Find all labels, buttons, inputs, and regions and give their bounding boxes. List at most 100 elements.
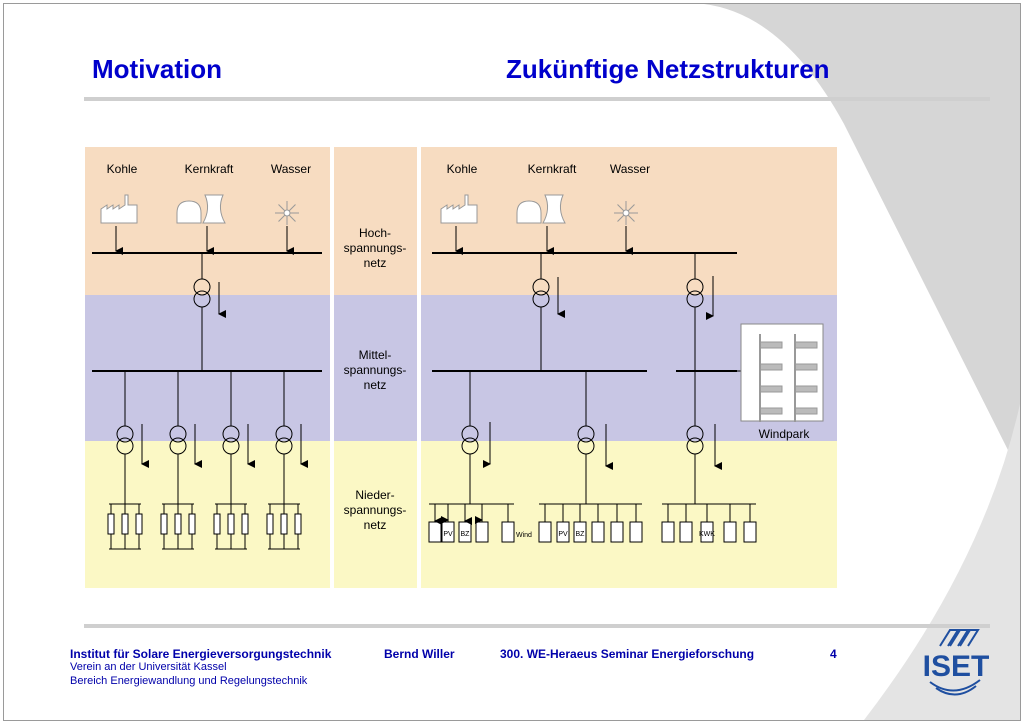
lv-unit-label-right-0-2: BZ xyxy=(461,531,471,538)
lv-unit-label-right-1-1: PV xyxy=(558,531,568,538)
footer-divider xyxy=(84,624,990,628)
lv-unit-label-right-1-2: BZ xyxy=(576,531,586,538)
coal-plant-icon-left-shape xyxy=(100,194,138,224)
coal-plant-icon-right-shape xyxy=(440,194,478,224)
iset-logo: ISET xyxy=(923,629,990,696)
level-medium-line1: Mittel- xyxy=(359,348,392,362)
lv-unit-right-2-4 xyxy=(743,521,757,543)
lv-unit-right-0-3 xyxy=(475,521,489,543)
load-resistor-left-2-0 xyxy=(213,513,221,535)
wind-turbine-nacelle-3 xyxy=(759,407,783,415)
lv-unit-label-right-2-2: KWK xyxy=(699,531,715,538)
load-resistor-left-1-1 xyxy=(174,513,182,535)
hydro-plant-icon-right-hub xyxy=(622,209,630,217)
footer-institute: Institut für Solare Energieversorgungste… xyxy=(70,647,332,661)
mv-lv-transformer-right-1-winding-upper xyxy=(577,425,595,443)
lv-unit-right-0-0 xyxy=(428,521,442,543)
source-label-hydro-right: Wasser xyxy=(610,162,650,176)
slide-background xyxy=(704,4,1020,720)
level-high-line1: Hoch- xyxy=(359,226,391,240)
lv-unit-right-0-4 xyxy=(501,521,515,543)
source-label-nuclear-left: Kernkraft xyxy=(185,162,234,176)
voltage-bands xyxy=(85,147,837,588)
low-voltage-band-right xyxy=(421,441,837,588)
level-low-line3: netz xyxy=(364,518,387,532)
windpark-box xyxy=(740,323,824,422)
load-resistor-left-2-2 xyxy=(241,513,249,535)
voltage-level-labels: Hoch- spannungs- netz Mittel- spannungs-… xyxy=(344,226,407,532)
load-resistor-left-3-0 xyxy=(266,513,274,535)
high-voltage-band-right xyxy=(421,147,837,295)
grid-structure-diagram: Kohle Kernkraft Wasser Kohle Kernkraft W… xyxy=(85,147,837,588)
nuclear-plant-icon-right xyxy=(516,194,566,224)
wind-turbine-nacelle-0 xyxy=(759,341,783,349)
lv-wind-label: Wind xyxy=(516,532,532,539)
mv-lv-transformer-left-2-winding-upper xyxy=(222,425,240,443)
windpark: Windpark xyxy=(740,323,824,441)
lv-unit-label-right-0-1: PV xyxy=(443,531,453,538)
footer-department: Bereich Energiewandlung und Regelungstec… xyxy=(70,675,308,687)
load-resistor-left-0-0 xyxy=(107,513,115,535)
slide: Motivation Zukünftige Netzstrukturen xyxy=(3,3,1021,721)
footer-association: Verein an der Universität Kassel xyxy=(70,661,227,673)
lv-unit-right-2-1 xyxy=(679,521,693,543)
nuclear-plant-icon-right-cooling-tower xyxy=(542,194,566,224)
wind-turbine-nacelle-2 xyxy=(759,385,783,393)
level-low-line1: Nieder- xyxy=(355,488,394,502)
mv-lv-transformer-right-0-winding-upper xyxy=(461,425,479,443)
source-label-coal-left: Kohle xyxy=(107,162,138,176)
lv-unit-right-1-4 xyxy=(610,521,624,543)
mv-lv-transformer-left-3-winding-upper xyxy=(275,425,293,443)
slide-title-right: Zukünftige Netzstrukturen xyxy=(506,54,830,84)
mv-lv-transformer-right-2-winding-upper xyxy=(686,425,704,443)
mv-lv-transformer-left-1-winding-upper xyxy=(169,425,187,443)
source-label-nuclear-right: Kernkraft xyxy=(528,162,577,176)
hv-mv-transformer-right-1-winding-upper xyxy=(532,278,550,296)
hv-mv-transformer-left-winding-upper xyxy=(193,278,211,296)
lv-unit-right-1-3 xyxy=(591,521,605,543)
load-resistor-left-2-1 xyxy=(227,513,235,535)
footer-seminar: 300. WE-Heraeus Seminar Energieforschung xyxy=(500,647,755,661)
lv-unit-right-2-2 xyxy=(700,521,714,543)
high-voltage-band-center xyxy=(334,147,417,295)
load-resistor-left-3-2 xyxy=(294,513,302,535)
nuclear-plant-icon-left xyxy=(176,194,226,224)
level-medium-line2: spannungs- xyxy=(344,363,407,377)
load-resistor-left-0-2 xyxy=(135,513,143,535)
coal-plant-icon-right xyxy=(440,194,478,224)
source-label-hydro-left: Wasser xyxy=(271,162,311,176)
source-label-coal-right: Kohle xyxy=(447,162,478,176)
wind-turbine-nacelle-4 xyxy=(794,341,818,349)
hydro-plant-icon-left xyxy=(275,201,299,225)
nuclear-plant-icon-right-reactor-dome xyxy=(516,200,542,224)
windpark-label: Windpark xyxy=(759,427,811,441)
wind-turbine-nacelle-5 xyxy=(794,363,818,371)
header-divider xyxy=(84,97,990,101)
level-high-line3: netz xyxy=(364,256,387,270)
medium-voltage-band-center xyxy=(334,295,417,441)
coal-plant-icon-left xyxy=(100,194,138,224)
windpark-turbines xyxy=(759,334,818,422)
lv-unit-right-1-2 xyxy=(573,521,587,543)
medium-voltage-band-left xyxy=(85,295,330,441)
lv-unit-right-1-1 xyxy=(556,521,570,543)
nuclear-plant-icon-left-reactor-dome xyxy=(176,200,202,224)
lv-unit-right-1-5 xyxy=(629,521,643,543)
wind-turbine-nacelle-7 xyxy=(794,407,818,415)
wind-turbine-nacelle-6 xyxy=(794,385,818,393)
slide-title-left: Motivation xyxy=(92,54,222,84)
footer-author: Bernd Willer xyxy=(384,647,455,661)
lv-unit-right-2-0 xyxy=(661,521,675,543)
load-resistor-left-1-0 xyxy=(160,513,168,535)
footer-page-number: 4 xyxy=(830,647,837,661)
iset-logo-text: ISET xyxy=(923,650,990,683)
hydro-plant-icon-left-hub xyxy=(283,209,291,217)
source-labels: Kohle Kernkraft Wasser Kohle Kernkraft W… xyxy=(107,162,650,176)
wind-turbine-nacelle-1 xyxy=(759,363,783,371)
grid-schematic: PV BZ Wind PV BZ KWK xyxy=(92,194,757,550)
nuclear-plant-icon-left-cooling-tower xyxy=(202,194,226,224)
lv-unit-right-1-0 xyxy=(538,521,552,543)
load-resistor-left-0-1 xyxy=(121,513,129,535)
level-low-line2: spannungs- xyxy=(344,503,407,517)
low-voltage-band-center xyxy=(334,441,417,588)
